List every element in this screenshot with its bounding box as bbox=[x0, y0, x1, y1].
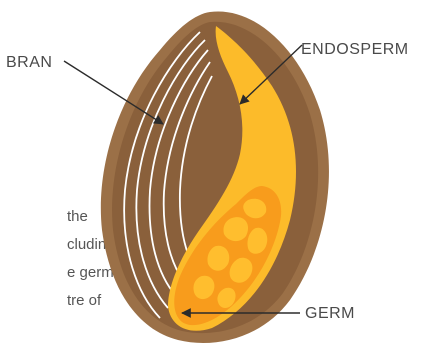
body-text-line-1: the bbox=[67, 208, 88, 225]
label-endosperm: ENDOSPERM bbox=[301, 41, 409, 58]
label-germ: GERM bbox=[305, 305, 355, 322]
label-bran: BRAN bbox=[6, 54, 52, 71]
body-text-line-3: e germ bbox=[67, 264, 114, 281]
body-text-line-4: tre of bbox=[67, 292, 102, 309]
